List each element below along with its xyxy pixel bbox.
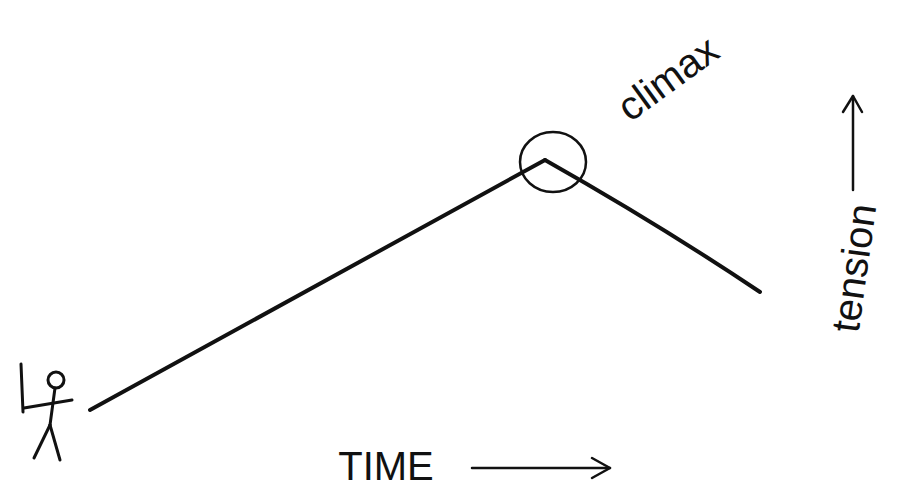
figure-head [48,372,64,388]
axis-label: tension [824,201,882,334]
time-arrowhead [592,458,610,478]
tension-arrowhead [843,96,862,112]
figure-leg [50,425,60,460]
axis-label: TIME [338,446,434,486]
climax-circle [520,132,586,192]
figure-arms [24,400,72,408]
climax-label: climax [610,29,725,128]
falling-action-line [545,160,760,292]
figure-body [50,388,55,425]
tension-arrow [852,96,855,190]
figure-leg [34,425,50,458]
figure-staff [21,364,23,412]
time-arrow [472,467,610,470]
rising-action-line [90,160,545,410]
